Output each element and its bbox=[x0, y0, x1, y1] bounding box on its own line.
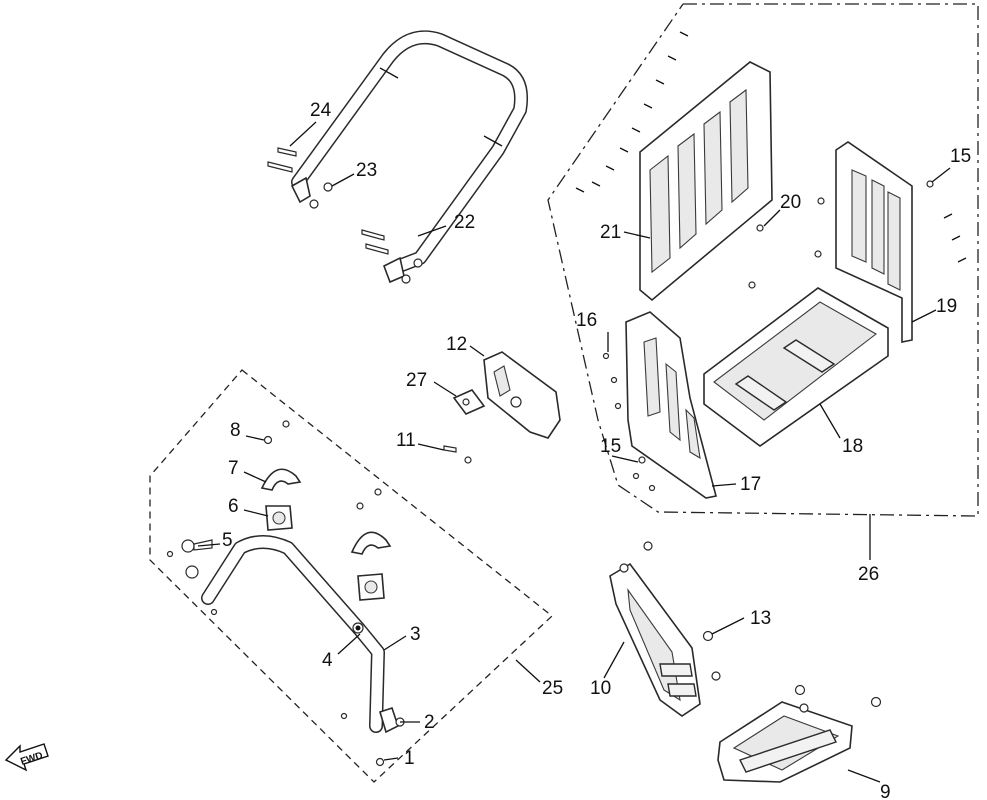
callout-17: 17 bbox=[740, 474, 761, 495]
callout-10: 10 bbox=[590, 678, 611, 699]
callout-1: 1 bbox=[404, 748, 415, 769]
bushing-part-4 bbox=[352, 622, 364, 634]
callout-24: 24 bbox=[310, 100, 332, 121]
callout-7: 7 bbox=[228, 458, 239, 479]
callout-8: 8 bbox=[230, 420, 241, 441]
group-26-boundary bbox=[547, 3, 979, 517]
bolts-part-13 bbox=[643, 541, 882, 713]
callout-27: 27 bbox=[406, 370, 427, 391]
latch-part-12 bbox=[483, 351, 561, 439]
callout-21: 21 bbox=[600, 222, 621, 243]
callout-15-lower: 15 bbox=[600, 436, 621, 457]
callout-12: 12 bbox=[446, 334, 467, 355]
callout-9: 9 bbox=[880, 782, 891, 800]
nut-part-1 bbox=[210, 608, 385, 767]
callout-19: 19 bbox=[936, 296, 957, 317]
clamp-part-7 bbox=[260, 468, 392, 555]
screw-part-11 bbox=[443, 445, 472, 464]
callout-23: 23 bbox=[356, 160, 377, 181]
forward-arrow-icon: FWD bbox=[4, 743, 49, 772]
callout-13: 13 bbox=[750, 608, 771, 629]
callout-16: 16 bbox=[576, 310, 597, 331]
bracket-part-27 bbox=[452, 389, 486, 415]
end-link-part-2 bbox=[379, 706, 405, 734]
leader-lines bbox=[197, 121, 951, 783]
side-panel-part-19 bbox=[835, 141, 913, 343]
bushing-part-6 bbox=[265, 505, 385, 601]
callout-11: 11 bbox=[396, 430, 416, 451]
group-25-boundary bbox=[149, 369, 553, 783]
callout-26: 26 bbox=[858, 564, 879, 585]
boundary-screws-26 bbox=[575, 31, 967, 263]
callout-3: 3 bbox=[410, 624, 421, 645]
step-bracket-part-10 bbox=[609, 562, 701, 717]
callout-20: 20 bbox=[780, 192, 801, 213]
callout-15-upper: 15 bbox=[950, 146, 971, 167]
grab-bar-part-22 bbox=[290, 30, 528, 284]
callout-2: 2 bbox=[424, 712, 435, 733]
stabilizer-bar-part-3 bbox=[201, 535, 385, 733]
step-part-9 bbox=[717, 701, 853, 783]
nuts-23 bbox=[309, 182, 423, 284]
bolts-24 bbox=[267, 147, 389, 255]
callout-25: 25 bbox=[542, 678, 563, 699]
callout-4: 4 bbox=[322, 650, 333, 671]
callout-6: 6 bbox=[228, 496, 239, 517]
callout-18: 18 bbox=[842, 436, 863, 457]
rear-panel-part-21 bbox=[639, 61, 773, 302]
bolts-part-8 bbox=[263, 420, 382, 510]
callout-22: 22 bbox=[454, 212, 475, 233]
side-panel-part-17 bbox=[625, 311, 717, 499]
tray-part-18 bbox=[703, 287, 889, 447]
callout-5: 5 bbox=[222, 530, 233, 551]
fasteners-26 bbox=[602, 180, 934, 492]
